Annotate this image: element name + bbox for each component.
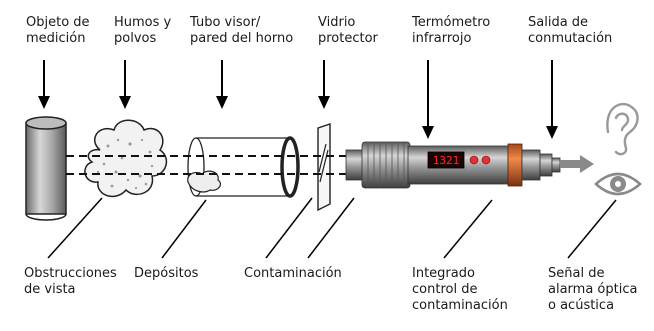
button-red-icon [469, 155, 479, 165]
sight-lines [66, 155, 352, 175]
label-contaminacion: Contaminación [244, 266, 342, 281]
label-depositos: Depósitos [134, 266, 199, 281]
pointer-lines [47, 197, 617, 259]
sight-tube [187, 136, 300, 198]
eye-icon [594, 172, 642, 196]
display-value: 1321 [433, 154, 460, 167]
label-vidrio-protector: Vidrio protector [318, 15, 378, 46]
label-senal-de-alarma: Señal de alarma óptica o acústica [548, 266, 638, 313]
button-red-icon-2 [481, 155, 491, 165]
label-objeto-de-medicion: Objeto de medición [26, 15, 90, 46]
fumes-dust-cloud [84, 119, 168, 198]
ear-icon [606, 102, 639, 156]
measurement-object-cylinder [25, 116, 67, 221]
label-termometro-infrarrojo: Termómetro infrarrojo [412, 15, 491, 46]
label-tubo-visor: Tubo visor/ pared del horno [190, 15, 294, 46]
label-obstrucciones-de-vista: Obstrucciones de vista [24, 266, 117, 297]
output-arrow [560, 155, 594, 173]
label-integrado-control: Integrado control de contaminación [412, 266, 508, 313]
label-humos-y-polvos: Humos y polvos [114, 15, 172, 46]
down-arrows [38, 60, 558, 139]
infrared-thermometer: 1321 [345, 141, 561, 189]
label-salida-de-conmutacion: Salida de conmutación [528, 15, 613, 46]
protective-glass [317, 123, 331, 212]
temperature-display [427, 151, 465, 169]
deposit-blob [187, 170, 222, 193]
